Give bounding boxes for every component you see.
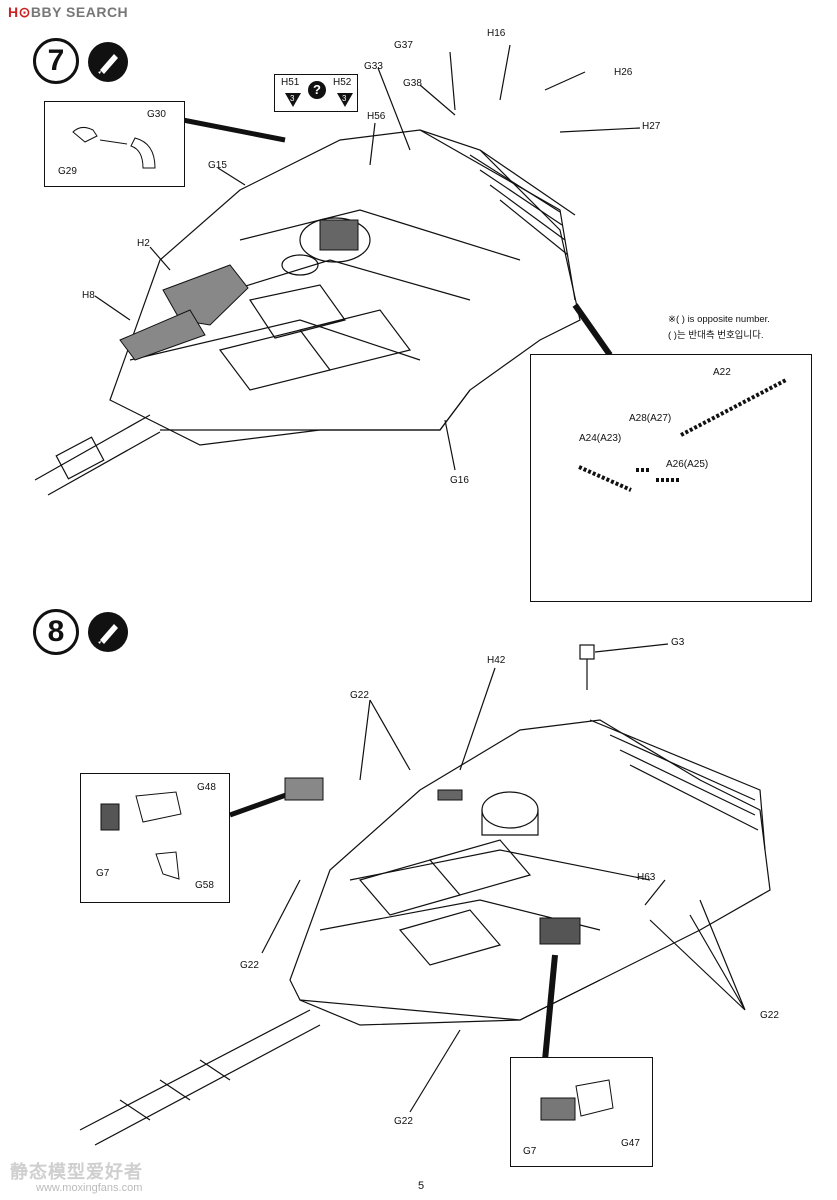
watermark: 静态模型爱好者: [10, 1162, 143, 1182]
detail-inset-g30: G30 G29: [44, 101, 185, 187]
opposite-number-note: ※( ) is opposite number. ( )는 반대측 번호입니다.: [668, 314, 770, 341]
part-label-h8: H8: [82, 290, 95, 301]
part-label-g22-bottom: G22: [394, 1116, 413, 1127]
step-7-number: 7: [33, 38, 79, 84]
part-label-h42: H42: [487, 655, 506, 666]
part-label-g3: G3: [671, 637, 685, 648]
question-icon: ?: [308, 81, 326, 99]
part-label-g15: G15: [208, 160, 227, 171]
watermark-url: www.moxingfans.com: [36, 1182, 143, 1194]
badge-triangle-left: [285, 93, 301, 107]
glue-icon: [88, 612, 128, 652]
badge-triangle-right: [337, 93, 353, 107]
part-label-h2: H2: [137, 238, 150, 249]
part-label-h63: H63: [637, 872, 656, 883]
step-8-number: 8: [33, 609, 79, 655]
site-logo: H⊙BBY SEARCH: [8, 4, 129, 20]
part-label-g37: G37: [394, 40, 413, 51]
part-label-g22-left: G22: [240, 960, 259, 971]
part-label-h27: H27: [642, 121, 661, 132]
page-number: 5: [418, 1180, 425, 1192]
part-label-g38: G38: [403, 78, 422, 89]
detail-inset-ammo-racks: A22 A28(A27) A24(A23) A26(A25): [530, 354, 812, 602]
part-label-g22-top: G22: [350, 690, 369, 701]
part-label-g16: G16: [450, 475, 469, 486]
part-label-h16: H16: [487, 28, 506, 39]
detail-inset-g48: G48 G7 G58: [80, 773, 230, 903]
detail-inset-g47: G7 G47: [510, 1057, 653, 1167]
part-label-h26: H26: [614, 67, 633, 78]
glue-icon: [88, 42, 128, 82]
part-label-h56: H56: [367, 111, 386, 122]
paint-code-badge: H51 H52 ? 3 3: [274, 74, 358, 112]
part-label-g33: G33: [364, 61, 383, 72]
part-label-g22-right: G22: [760, 1010, 779, 1021]
